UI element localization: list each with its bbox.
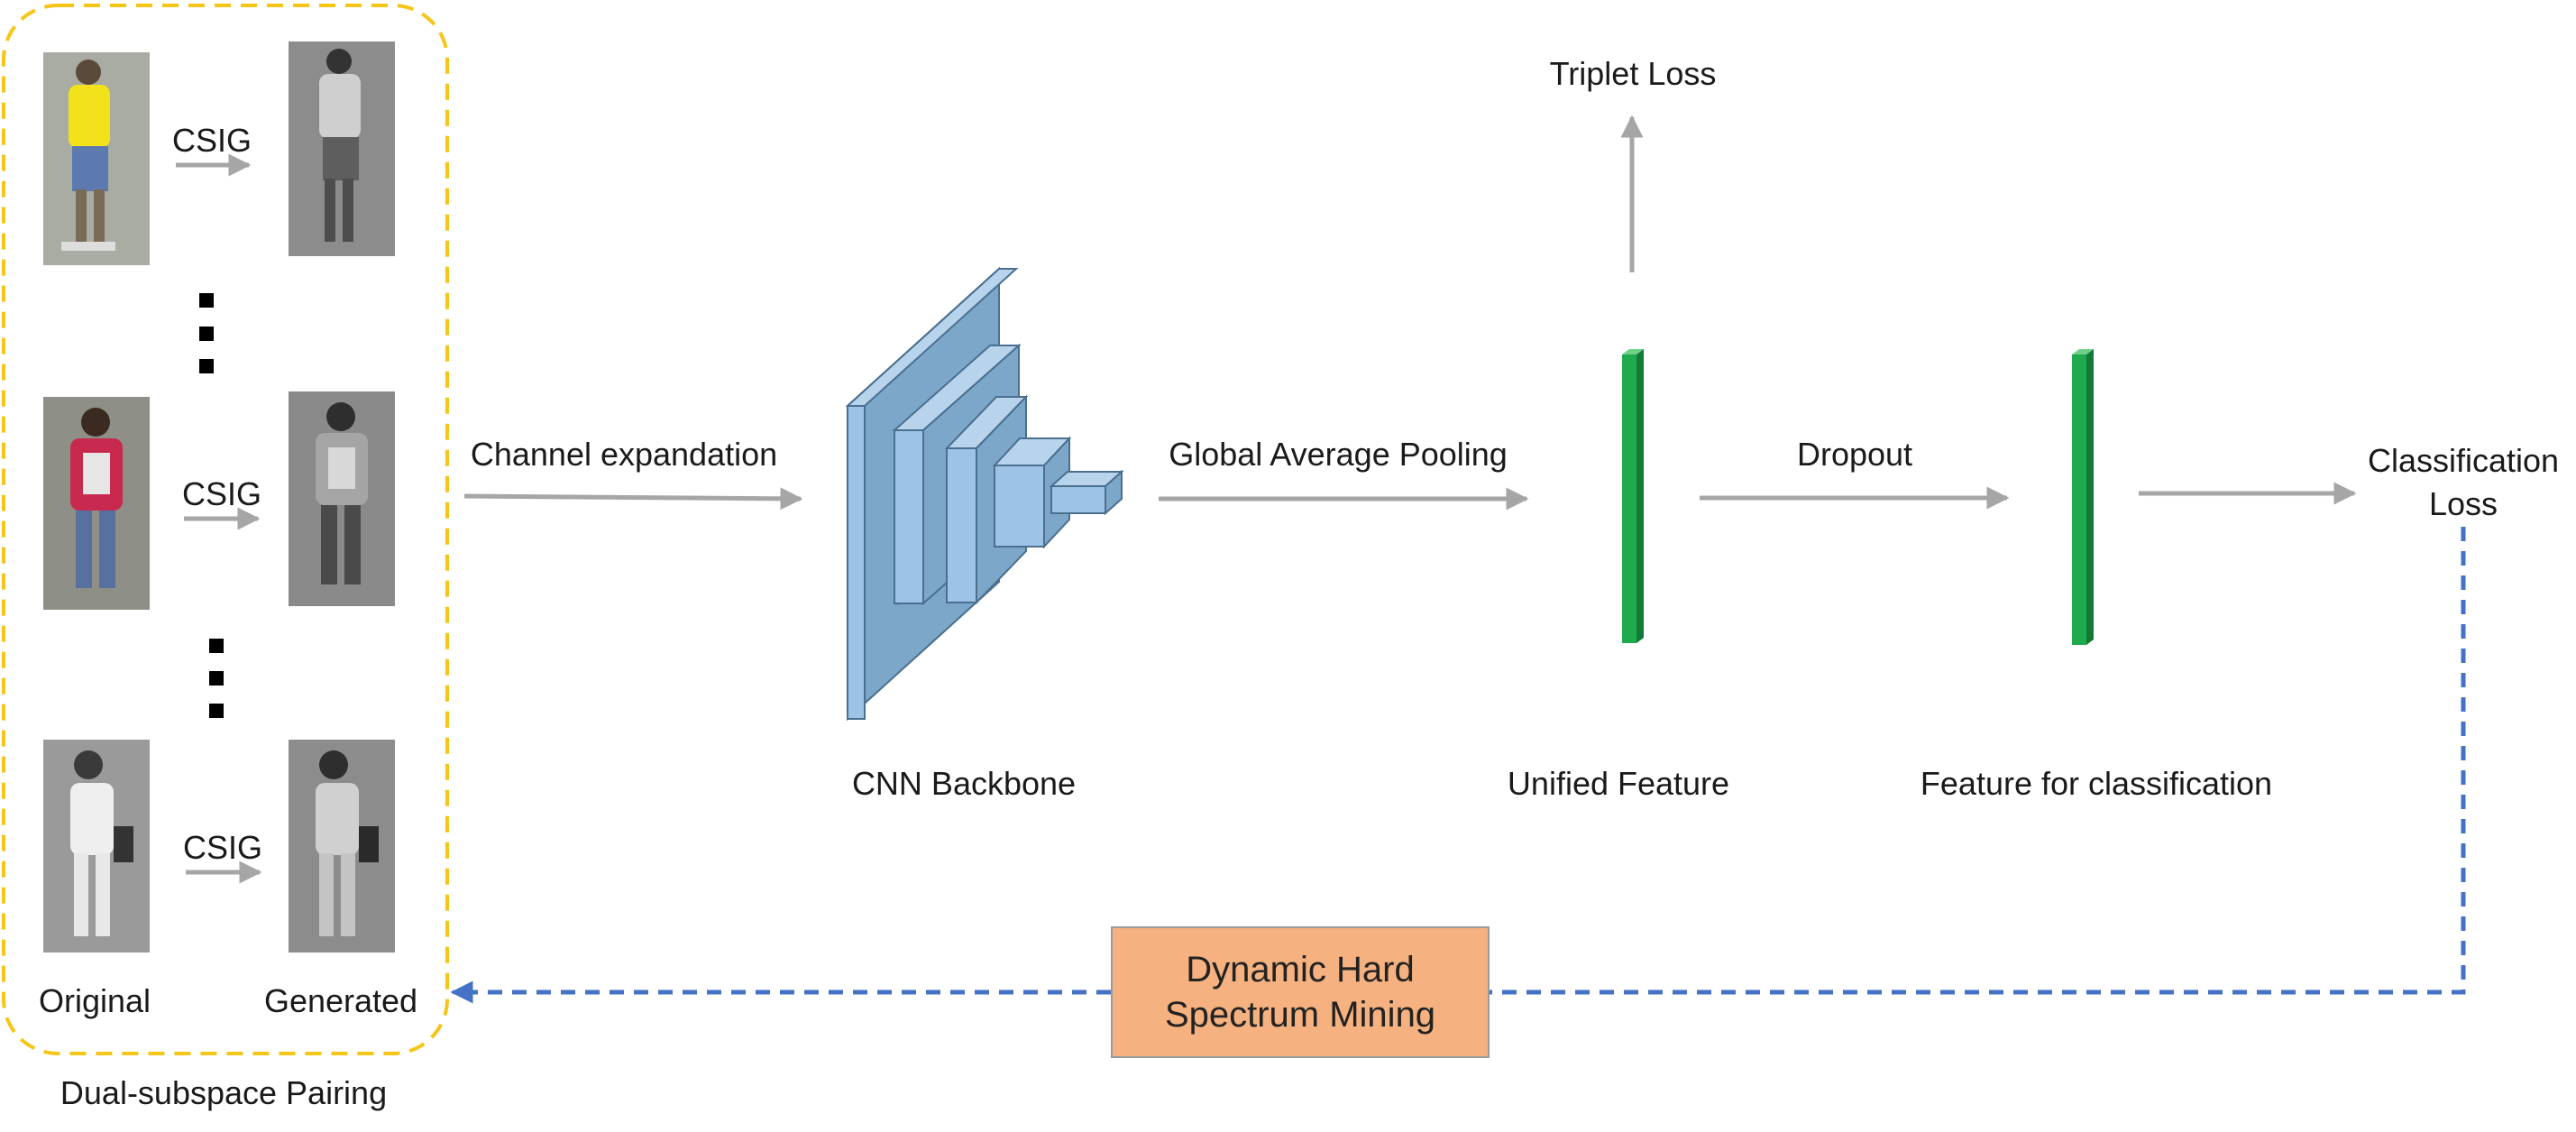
generated-column-label: Generated: [263, 982, 418, 1019]
classification-loss-label: Classification Loss: [2368, 439, 2559, 526]
csig-label-2: CSIG: [181, 475, 262, 512]
mining-line2: Spectrum Mining: [1164, 995, 1436, 1035]
csig-label-1: CSIG: [171, 122, 252, 159]
classification-feature-label: Feature for classification: [1920, 765, 2273, 802]
person-image-original-1: [43, 52, 150, 265]
cnn-backbone-shape: [845, 266, 1124, 722]
unified-feature-label: Unified Feature: [1507, 765, 1730, 802]
person-image-original-3: [43, 740, 150, 953]
classification-loss-line2: Loss: [2428, 485, 2498, 522]
channel-expansion-label: Channel expandation: [470, 436, 778, 473]
classification-loss-line1: Classification: [2367, 442, 2560, 479]
feedback-path-right: [1490, 527, 2466, 995]
cnn-backbone-label: CNN Backbone: [851, 765, 1077, 802]
original-column-label: Original: [38, 982, 151, 1019]
classification-feature-bar: [2072, 349, 2094, 645]
ellipsis-dots-lower: [209, 639, 224, 718]
dynamic-hard-spectrum-mining-box: Dynamic Hard Spectrum Mining: [1111, 926, 1490, 1058]
gap-label: Global Average Pooling: [1169, 436, 1508, 473]
dropout-label: Dropout: [1796, 436, 1913, 473]
person-image-original-2: [43, 397, 150, 610]
arrow-channel-expansion: [463, 487, 803, 511]
csig-label-3: CSIG: [182, 829, 263, 866]
dual-subspace-pairing-title: Dual-subspace Pairing: [60, 1074, 388, 1111]
person-image-generated-2: [289, 391, 395, 606]
triplet-loss-label: Triplet Loss: [1549, 55, 1717, 92]
ellipsis-dots-upper: [199, 293, 214, 373]
person-image-generated-3: [289, 740, 395, 953]
mining-line1: Dynamic Hard: [1186, 950, 1415, 989]
dual-subspace-panel: [2, 4, 449, 1055]
person-image-generated-1: [289, 41, 395, 256]
unified-feature-bar: [1622, 349, 1644, 643]
